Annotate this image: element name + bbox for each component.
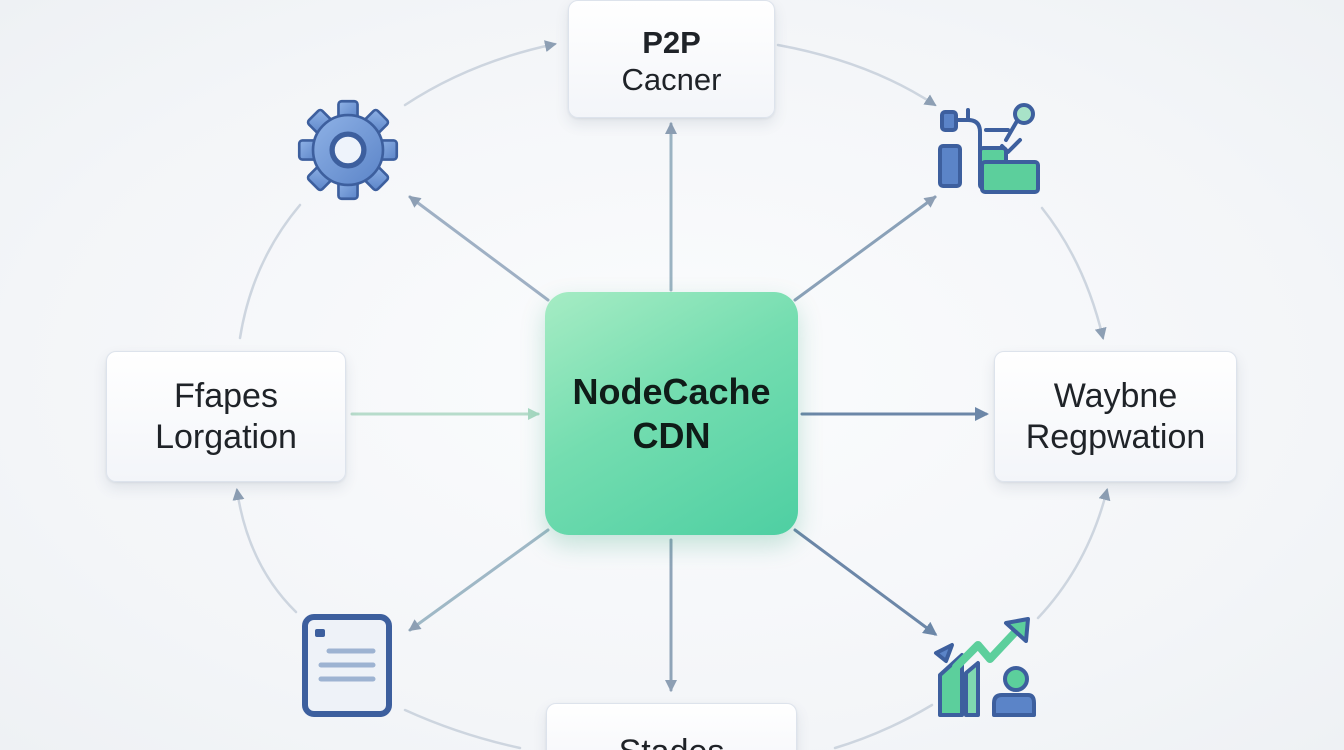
node-left-line1: Ffapes [174, 376, 278, 415]
gear-icon [297, 99, 399, 201]
ring-arc-left-lower [232, 488, 298, 614]
faucet-check-icon [938, 103, 1040, 194]
spoke-to-bottom-left [408, 528, 550, 632]
ring-arc-bottom-left [403, 708, 522, 750]
spoke-to-top-right [793, 195, 937, 302]
ring-arc-left-upper [238, 203, 302, 340]
node-bottom-line1: Stades [619, 732, 725, 750]
ring-arc-right-lower [1036, 488, 1111, 620]
spoke-to-bottom-right [793, 528, 938, 636]
ring-arc-right-upper [1040, 206, 1107, 340]
center-hub-line2: CDN [632, 414, 711, 456]
node-p2p-cache-title: P2P [642, 24, 701, 60]
document-icon [302, 614, 392, 717]
node-left-line2: Lorgation [155, 417, 297, 456]
node-left[interactable]: Ffapes Lorgation [106, 351, 346, 482]
ring-arc-bottom-right [833, 703, 934, 750]
ring-arc-top-right [776, 43, 937, 107]
center-hub-line1: NodeCache [572, 371, 771, 413]
spoke-to-top-left [408, 195, 550, 302]
growth-chart-user-icon [934, 617, 1036, 717]
ring-arc-top-left [403, 40, 557, 107]
node-p2p-cache-subtitle: Cacner [621, 62, 722, 97]
node-right-line1: Waybne [1053, 376, 1178, 415]
center-hub[interactable]: NodeCache CDN [545, 292, 798, 535]
node-p2p-cache[interactable]: P2P Cacner [568, 0, 775, 118]
node-right[interactable]: Waybne Regpwation [994, 351, 1237, 482]
node-bottom[interactable]: Stades [546, 703, 797, 750]
node-right-line2: Regpwation [1025, 417, 1206, 456]
